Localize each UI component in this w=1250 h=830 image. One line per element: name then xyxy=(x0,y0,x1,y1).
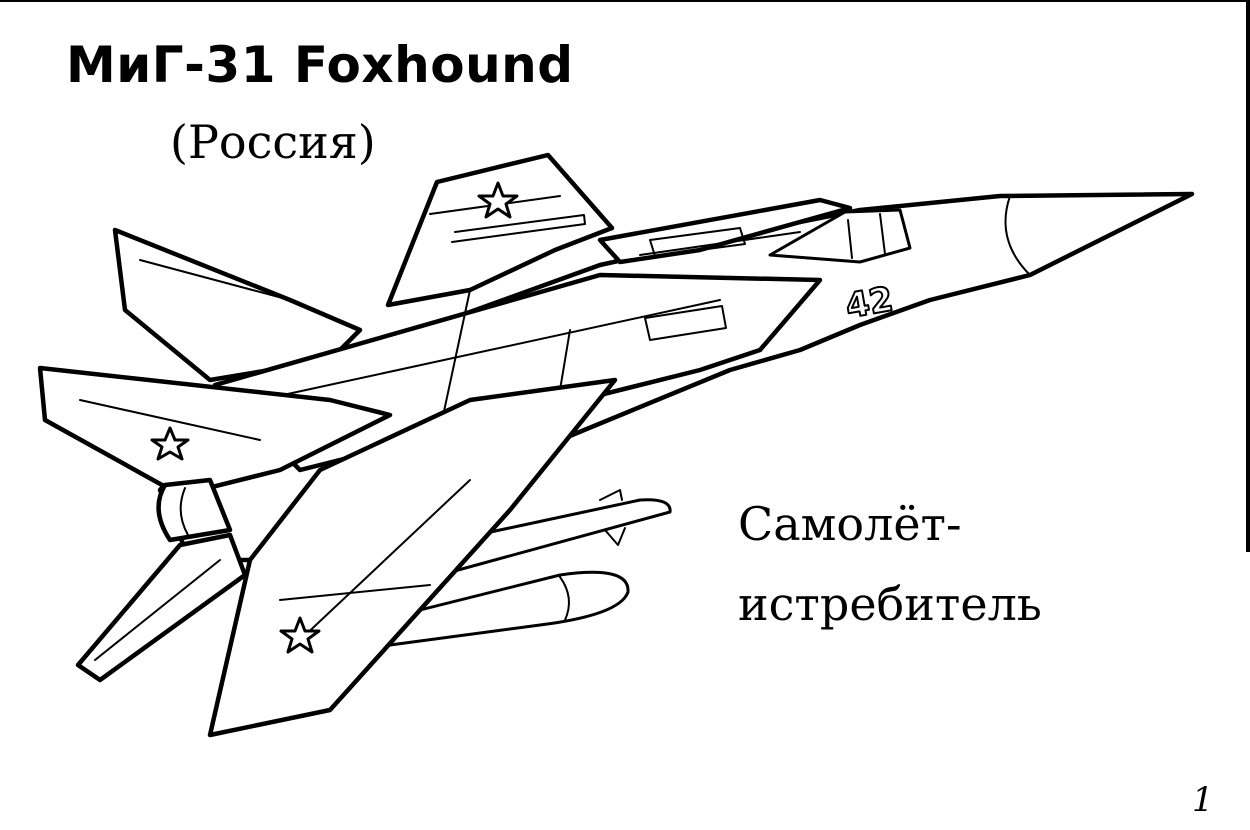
star-insignia-fin xyxy=(477,181,519,219)
page-title: МиГ-31 Foxhound xyxy=(66,36,574,94)
tail-number: 42 xyxy=(843,279,897,327)
horizontal-tail-lower xyxy=(37,365,393,498)
star-insignia-tail xyxy=(150,426,190,461)
missile xyxy=(428,498,672,577)
page-border-top xyxy=(0,0,1250,2)
cockpit-canopy xyxy=(768,208,912,264)
caption: Самолёт- истребитель xyxy=(738,484,1042,644)
caption-line-2: истребитель xyxy=(738,577,1042,631)
page-border-right xyxy=(1246,0,1250,552)
page-subtitle: (Россия) xyxy=(170,115,376,169)
star-insignia-wing xyxy=(279,616,321,654)
caption-line-1: Самолёт- xyxy=(738,497,962,551)
page-number: 1 xyxy=(1192,780,1214,820)
engine-nozzle xyxy=(156,477,233,543)
